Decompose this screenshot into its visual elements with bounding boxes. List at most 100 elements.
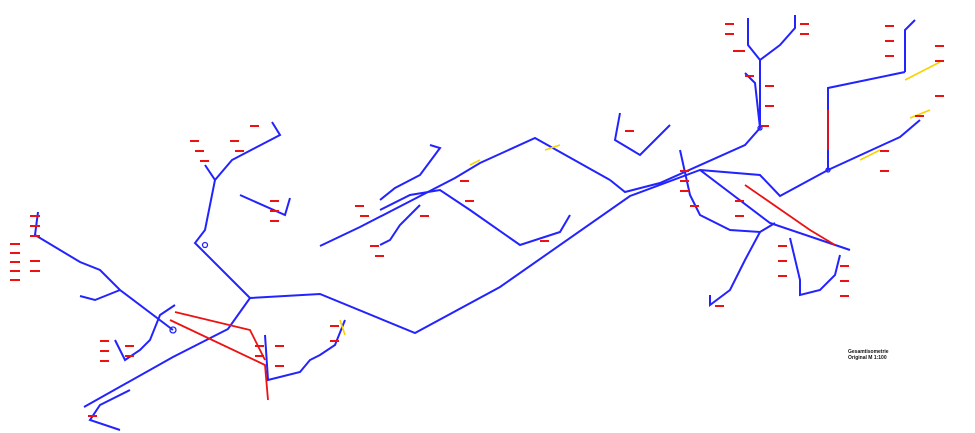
riser-tag (765, 85, 774, 87)
riser-tag (465, 200, 474, 202)
riser-tag (680, 180, 689, 182)
branch-lower-left (88, 389, 131, 431)
yellow-segment (904, 61, 941, 81)
riser-tag (840, 280, 849, 282)
red-line-lower-left (169, 319, 269, 401)
red-line-lower-left-2 (174, 311, 266, 361)
riser-tag (100, 350, 109, 352)
riser-tag (735, 215, 744, 217)
riser-top-center (747, 18, 761, 128)
riser-tag (760, 125, 769, 127)
riser-tag (935, 45, 944, 47)
branch-lower-left-2 (114, 304, 176, 362)
riser-tag (885, 25, 894, 27)
branch-top-left (214, 121, 282, 181)
riser-tag (10, 261, 20, 263)
riser-tag (680, 170, 689, 172)
riser-tag (420, 215, 429, 217)
riser-tag (30, 225, 40, 227)
riser-tag (625, 130, 634, 132)
riser-tag (880, 150, 889, 152)
branch-lower-mid (264, 319, 346, 382)
riser-tag (30, 215, 40, 217)
trunk-branch-right (609, 72, 762, 194)
riser-tag (880, 170, 889, 172)
branch-mid-left (239, 194, 291, 217)
trunk-line-upper (193, 164, 251, 299)
red-line-right (744, 184, 836, 246)
riser-tag (30, 260, 40, 262)
branch-right-down (709, 231, 761, 307)
branch-mid-top (379, 144, 442, 201)
riser-tag (935, 95, 944, 97)
riser-tag (680, 190, 689, 192)
trunk-branch-far-right (699, 119, 921, 198)
riser-tag (195, 150, 204, 152)
pipe-joints (169, 125, 831, 334)
riser-tag (250, 125, 259, 127)
riser-tag (885, 40, 894, 42)
riser-tag (370, 245, 379, 247)
riser-tag (275, 345, 284, 347)
riser-tag (360, 215, 369, 217)
pipe-joint (169, 326, 177, 334)
yellow-segment (859, 149, 881, 161)
main-pipe-network (33, 15, 921, 431)
riser-tag (540, 240, 549, 242)
riser-tag (200, 160, 209, 162)
branch-lower-right (789, 237, 841, 297)
riser-top-right (904, 19, 916, 72)
riser-far-right (827, 71, 906, 170)
pipe-joint (201, 241, 209, 249)
riser-tag (355, 205, 364, 207)
riser-tag (10, 252, 20, 254)
riser-tag (30, 270, 40, 272)
riser-tag (725, 33, 734, 35)
riser-tag (915, 115, 924, 117)
riser-tag (10, 270, 20, 272)
riser-tag (735, 200, 744, 202)
yellow-segment (544, 144, 561, 151)
riser-tag (690, 205, 699, 207)
riser-tag (270, 220, 279, 222)
riser-tag (88, 415, 97, 417)
riser-tag (100, 340, 109, 342)
branch-right-loop (679, 149, 776, 234)
trunk-branch-mid (319, 136, 611, 247)
riser-tag (270, 210, 279, 212)
riser-tag (800, 23, 809, 25)
riser-tag (10, 243, 20, 245)
riser-tag (778, 260, 787, 262)
riser-tag (765, 105, 774, 107)
riser-tag (230, 140, 239, 142)
riser-tag (778, 275, 787, 277)
yellow-segment (469, 159, 481, 166)
riser-tag (330, 340, 339, 342)
pipe-joint (757, 125, 763, 131)
riser-tag (840, 295, 849, 297)
riser-tag (733, 50, 745, 52)
yellow-segment (339, 319, 346, 336)
branch-left (33, 211, 174, 331)
riser-tag (460, 180, 469, 182)
yellow-segments (339, 61, 941, 336)
riser-tag (10, 279, 20, 281)
riser-tag (778, 245, 787, 247)
riser-tag (125, 355, 134, 357)
trunk-line-lower-left (83, 168, 851, 408)
red-lines (169, 110, 836, 401)
branch-mid-center (379, 188, 571, 247)
riser-tag (745, 75, 754, 77)
branch-left-2 (79, 289, 121, 302)
branch-mid-top-2 (613, 112, 671, 157)
riser-top-center-2 (759, 15, 796, 61)
riser-tag (255, 345, 264, 347)
riser-tag (235, 150, 244, 152)
drawing-legend: Gesamtisometrie Original M 1:100 (848, 349, 889, 361)
riser-tag (270, 200, 279, 202)
riser-tag (190, 140, 199, 142)
riser-tag (330, 325, 339, 327)
riser-tag (375, 255, 384, 257)
riser-tag (125, 345, 134, 347)
